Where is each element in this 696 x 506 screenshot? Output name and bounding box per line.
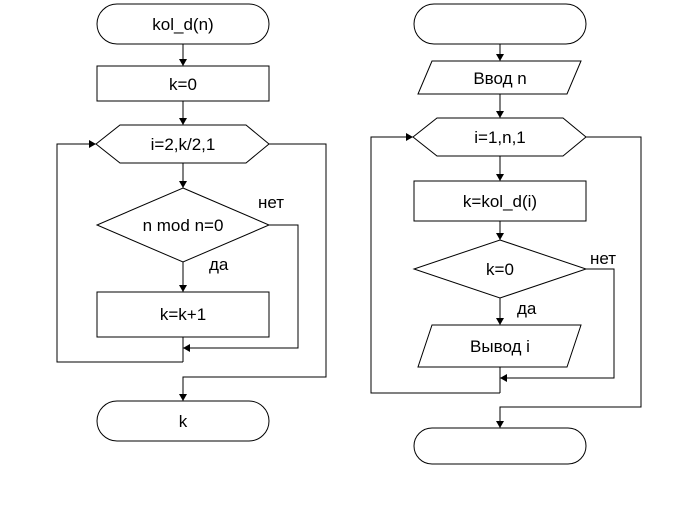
start-label: kol_d(n) [152,15,213,34]
yes-label: да [517,299,537,318]
loop-label: i=1,n,1 [474,128,526,147]
arrowhead [496,111,504,118]
output-label: Вывод i [470,337,530,356]
condition-label: n mod n=0 [143,216,224,235]
loop-label: i=2,k/2,1 [151,135,216,154]
assign-process [413,180,587,222]
condition-label: k=0 [486,260,514,279]
arrowhead [179,118,187,125]
arrowhead [496,318,504,325]
no-label: нет [590,249,616,268]
arrowhead [500,374,507,382]
loop-back-line [56,143,183,363]
arrowhead [496,421,504,428]
loop-hexagon [95,124,270,164]
arrowhead [179,181,187,188]
arrowhead [496,54,504,61]
input-parallelogram [417,60,582,95]
arrowhead [406,133,413,141]
arrowhead [496,233,504,240]
start-terminator [96,3,270,45]
output-parallelogram [417,324,582,368]
arrowhead [89,140,96,148]
assign-label: k=kol_d(i) [463,192,537,211]
no-branch-line [500,268,615,379]
end-terminator [413,427,587,465]
loop-back-line [370,136,500,394]
loop-exit-line [182,143,327,401]
right-flowchart: Ввод n i=1,n,1 k=kol_d(i) k=0 нет да Выв… [370,3,642,465]
end-label: k [179,412,188,431]
end-terminator [96,400,270,442]
yes-label: да [209,255,229,274]
increment-label: k=k+1 [160,305,206,324]
init-label: k=0 [169,75,197,94]
arrowhead [179,394,187,401]
arrowhead [179,59,187,66]
condition-diamond [95,187,271,263]
no-branch-line [183,224,299,349]
condition-diamond [412,239,588,299]
start-terminator [413,3,587,45]
loop-exit-line [499,136,642,428]
no-label: нет [258,193,284,212]
increment-process [96,291,270,338]
left-flowchart: kol_d(n) k=0 i=2,k/2,1 n mod n=0 нет да … [56,3,327,442]
loop-hexagon [412,117,587,157]
arrowhead [496,174,504,181]
input-label: Ввод n [473,69,526,88]
init-process [96,65,270,102]
arrowhead [179,285,187,292]
arrowhead [183,344,190,352]
